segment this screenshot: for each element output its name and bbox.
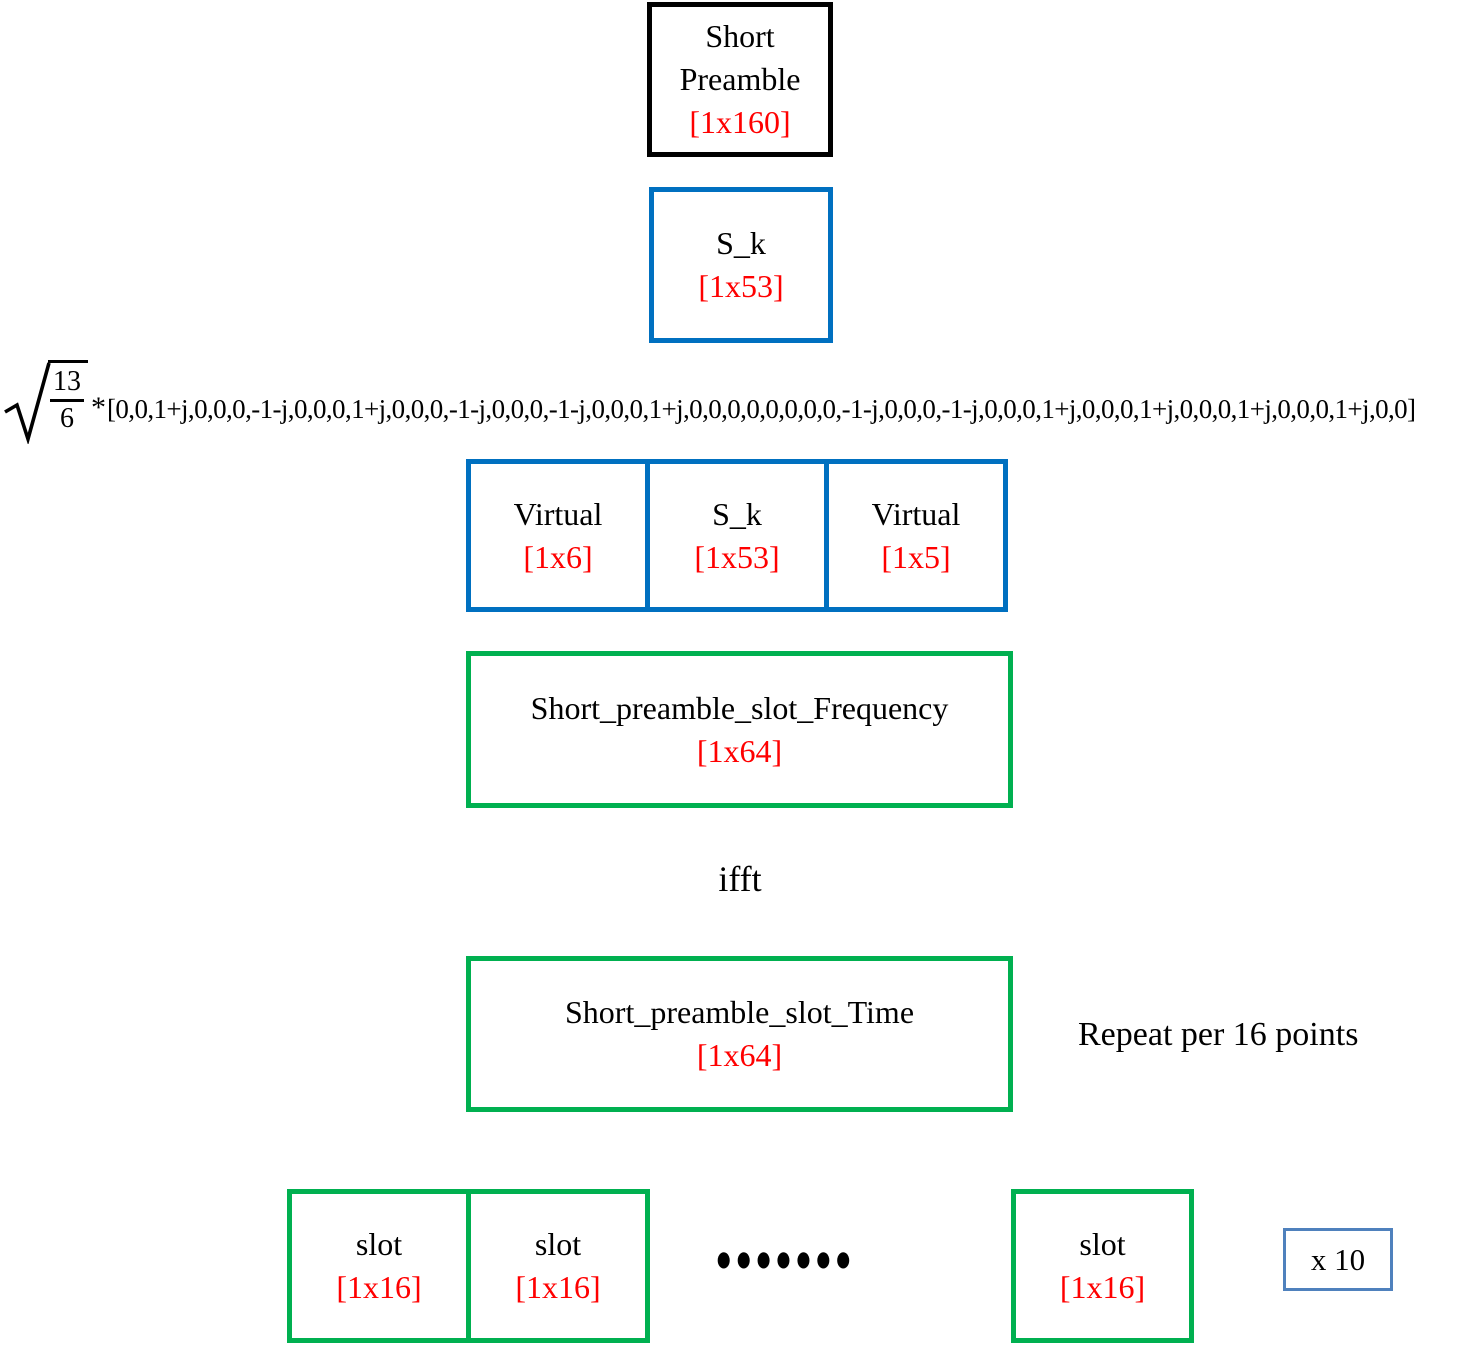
slot-1-dim: [1x16] bbox=[336, 1269, 422, 1305]
sqrt-expression: 13 6 bbox=[2, 360, 88, 444]
sk-label: S_k bbox=[716, 225, 766, 262]
frequency-label: Short_preamble_slot_Frequency bbox=[530, 689, 949, 726]
formula-sequence: [0,0,1+j,0,0,0,-1-j,0,0,0,1+j,0,0,0,-1-j… bbox=[107, 394, 1416, 424]
virtual-right-box: Virtual [1x5] bbox=[824, 459, 1008, 612]
formula-operator: * bbox=[91, 391, 106, 424]
repeat-note: Repeat per 16 points bbox=[1078, 1016, 1359, 1053]
virtual-left-dim: [1x6] bbox=[523, 538, 593, 575]
sk-formula: 13 6 * [0,0,1+j,0,0,0,-1-j,0,0,0,1+j,0,0… bbox=[2, 360, 1416, 444]
short-preamble-dim: [1x160] bbox=[689, 103, 791, 140]
slot-3-label: slot bbox=[1079, 1226, 1126, 1263]
slot-3-dim: [1x16] bbox=[1059, 1269, 1146, 1305]
multiplier-box: x 10 bbox=[1283, 1228, 1393, 1291]
virtual-left-box: Virtual [1x6] bbox=[466, 459, 650, 612]
virtual-right-dim: [1x5] bbox=[881, 538, 951, 575]
slot-2-label: slot bbox=[534, 1226, 582, 1263]
sqrt-radical-icon bbox=[4, 362, 51, 444]
sk-box: S_k [1x53] bbox=[649, 187, 833, 343]
slot-box-3: slot [1x16] bbox=[1011, 1189, 1194, 1343]
time-box: Short_preamble_slot_Time [1x64] bbox=[466, 956, 1013, 1112]
sk-center-label: S_k bbox=[712, 495, 762, 532]
sqrt-radicand: 13 6 bbox=[48, 360, 88, 433]
sqrt-numerator: 13 bbox=[50, 368, 84, 402]
time-dim: [1x64] bbox=[696, 1037, 783, 1073]
virtual-left-label: Virtual bbox=[513, 495, 603, 532]
time-label: Short_preamble_slot_Time bbox=[564, 994, 915, 1031]
slot-box-1: slot [1x16] bbox=[287, 1189, 471, 1343]
sk-center-dim: [1x53] bbox=[694, 538, 780, 575]
multiplier-label: x 10 bbox=[1310, 1241, 1366, 1277]
sk-dim: [1x53] bbox=[698, 268, 784, 304]
frequency-dim: [1x64] bbox=[696, 732, 783, 769]
slot-1-label: slot bbox=[355, 1226, 403, 1263]
subcarrier-row: Virtual [1x6] S_k [1x53] Virtual [1x5] bbox=[466, 459, 1008, 612]
slot-2-dim: [1x16] bbox=[515, 1269, 601, 1305]
ifft-label: ifft bbox=[718, 859, 762, 899]
slot-pair-row: slot [1x16] slot [1x16] bbox=[287, 1189, 650, 1343]
frequency-box: Short_preamble_slot_Frequency [1x64] bbox=[466, 651, 1013, 808]
virtual-right-label: Virtual bbox=[871, 495, 961, 532]
short-preamble-box: Short Preamble [1x160] bbox=[647, 2, 833, 157]
ellipsis-dots-icon: ●●●●●●● bbox=[715, 1238, 855, 1281]
sqrt-denominator: 6 bbox=[60, 403, 74, 434]
sk-center-box: S_k [1x53] bbox=[645, 459, 829, 612]
slot-box-2: slot [1x16] bbox=[466, 1189, 650, 1343]
short-preamble-label: Short Preamble bbox=[679, 18, 801, 98]
